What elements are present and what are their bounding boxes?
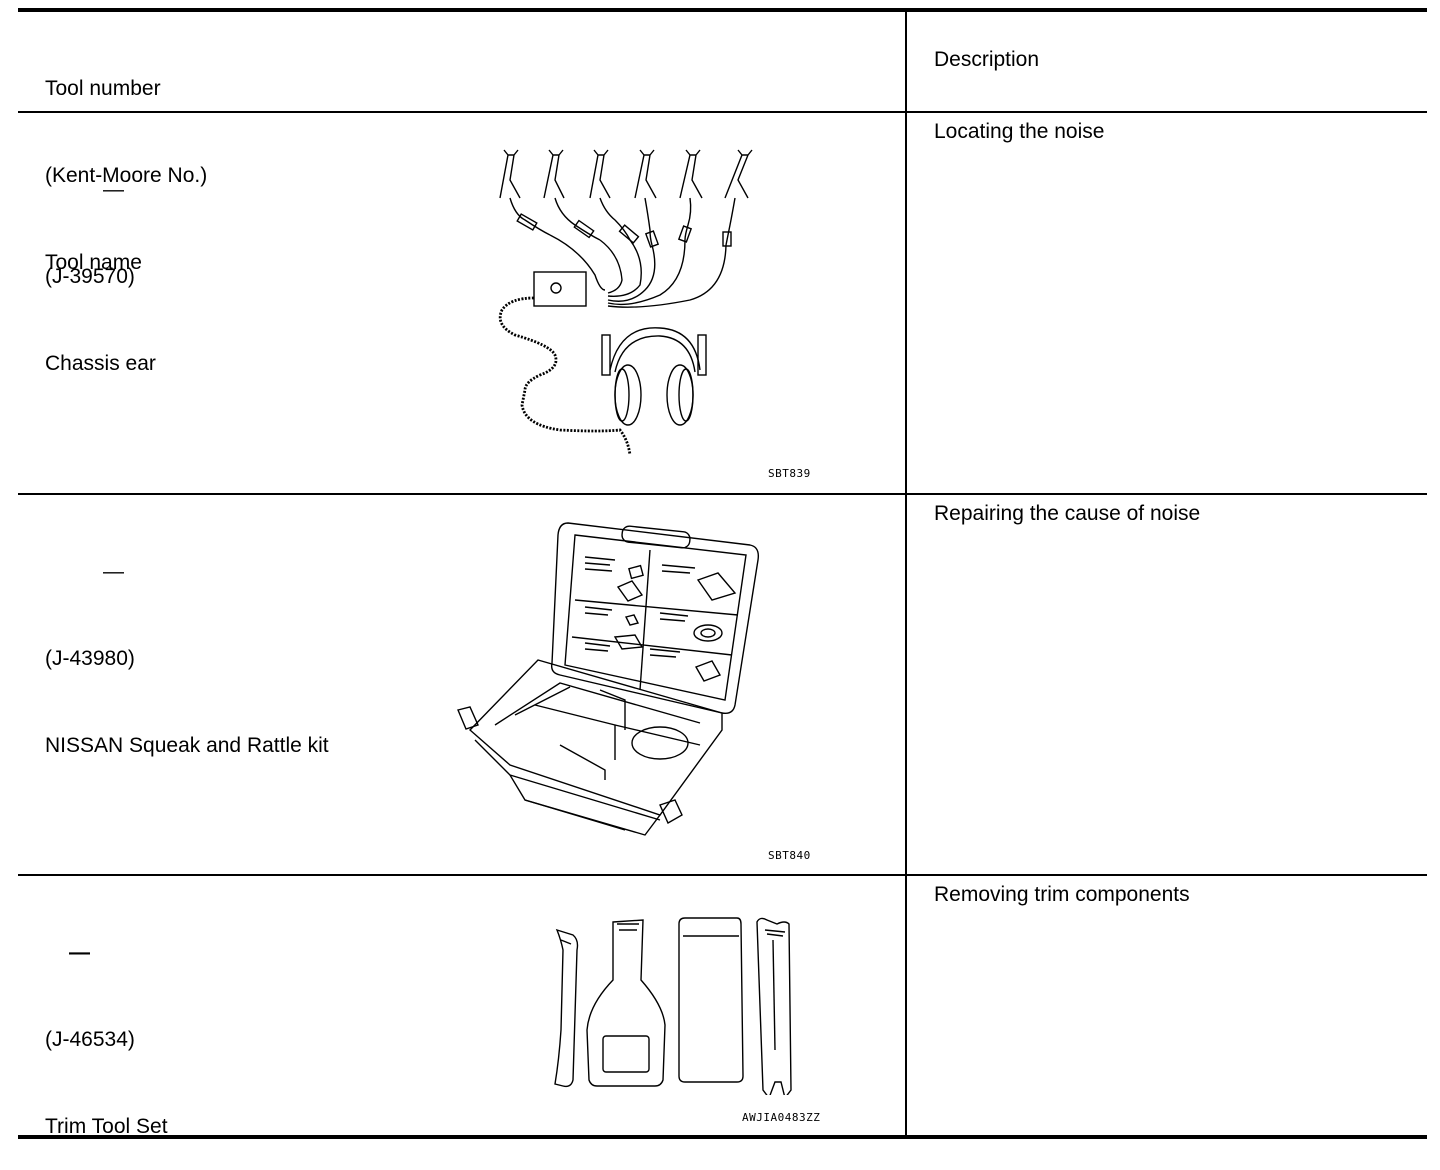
- tool-name: Trim Tool Set: [45, 1115, 168, 1138]
- kent-moore-number: (J-43980): [45, 647, 135, 670]
- header-tool-cell: Tool number (Kent-Moore No.) Tool name: [45, 16, 207, 306]
- row-divider-1: [18, 493, 1427, 495]
- squeak-rattle-kit-illustration: [457, 522, 760, 836]
- wide-trim-tool-icon: [586, 919, 666, 1087]
- flat-trim-tool-icon: [678, 917, 744, 1083]
- header-tool-name: Tool name: [45, 251, 142, 274]
- kent-moore-number: (J-46534): [45, 1028, 135, 1051]
- table-row: — (J-43980) NISSAN Squeak and Rattle kit: [45, 499, 329, 789]
- tool-name: Chassis ear: [45, 352, 156, 375]
- row-description: Repairing the cause of noise: [934, 502, 1201, 525]
- control-box-icon: [533, 271, 587, 307]
- row-description: Locating the noise: [934, 120, 1105, 143]
- table-row: — (J-39570) Chassis ear: [45, 117, 156, 407]
- chassis-ear-illustration: [498, 149, 753, 456]
- alligator-clips-icon: [499, 149, 753, 199]
- table-top-border: [18, 8, 1427, 12]
- figure-code: AWJIA0483ZZ: [742, 1111, 821, 1124]
- header-tool-number: Tool number: [45, 77, 161, 100]
- tool-number: —: [103, 178, 124, 201]
- header-description: Description: [934, 48, 1040, 71]
- column-divider: [905, 12, 907, 1135]
- headphones-icon: [601, 327, 707, 426]
- figure-code: SBT840: [768, 849, 811, 862]
- forked-trim-tool-icon: [756, 917, 792, 1095]
- row-description: Removing trim components: [934, 883, 1190, 906]
- row-divider-2: [18, 874, 1427, 876]
- tool-number: —: [103, 560, 124, 583]
- tool-name: NISSAN Squeak and Rattle kit: [45, 734, 329, 757]
- figure-code: SBT839: [768, 467, 811, 480]
- pry-tool-icon: [554, 928, 579, 1088]
- tool-number: —: [69, 941, 90, 964]
- header-divider: [18, 111, 1427, 113]
- kent-moore-number: (J-39570): [45, 265, 135, 288]
- trim-tool-set-illustration: [554, 917, 792, 1095]
- table-row: — (J-46534) Trim Tool Set: [45, 880, 168, 1170]
- table-bottom-border: [18, 1135, 1427, 1139]
- header-kent-moore: (Kent-Moore No.): [45, 164, 208, 187]
